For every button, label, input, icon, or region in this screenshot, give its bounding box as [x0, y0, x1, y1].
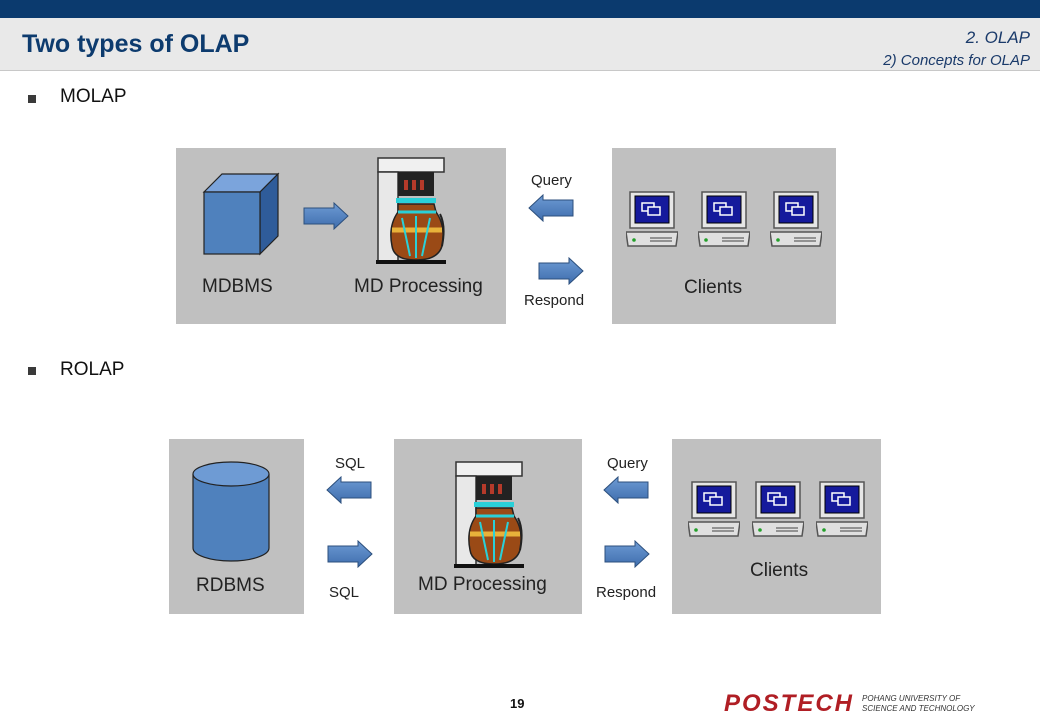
- bullet-square-icon: [28, 367, 36, 375]
- logo-subtitle: POHANG UNIVERSITY OF SCIENCE AND TECHNOL…: [862, 694, 975, 714]
- cube-icon: [202, 172, 280, 256]
- database-cylinder-icon: [192, 461, 270, 562]
- coffee-maker-icon: [376, 156, 446, 266]
- md-processing-label: MD Processing: [418, 574, 547, 595]
- coffee-maker-icon: [454, 460, 524, 570]
- computer-icon: [626, 190, 678, 248]
- clients-label: Clients: [684, 277, 743, 298]
- rdbms-label: RDBMS: [196, 575, 265, 596]
- logo-subtitle-line-2: SCIENCE AND TECHNOLOGY: [862, 704, 975, 713]
- sql-result-label: SQL: [329, 584, 360, 601]
- bullet-rolap: ROLAP: [60, 359, 125, 380]
- arrow-left-icon: [326, 476, 372, 504]
- bullet-molap: MOLAP: [60, 86, 127, 107]
- header-bar: [0, 0, 1040, 18]
- arrow-right-icon: [538, 257, 584, 285]
- clients-label: Clients: [750, 560, 809, 581]
- arrow-right-icon: [327, 540, 373, 568]
- section-label: 2. OLAP: [965, 28, 1030, 47]
- computer-icon: [770, 190, 822, 248]
- query-label: Query: [531, 172, 572, 189]
- subsection-label: 2) Concepts for OLAP: [883, 52, 1030, 69]
- arrow-left-icon: [603, 476, 649, 504]
- page-title: Two types of OLAP: [22, 30, 250, 58]
- mdbms-label: MDBMS: [202, 276, 273, 297]
- computer-icon: [816, 480, 868, 538]
- title-bar: [0, 18, 1040, 71]
- arrow-right-icon: [303, 202, 349, 230]
- computer-icon: [752, 480, 804, 538]
- query-label: Query: [607, 455, 648, 472]
- arrow-left-icon: [528, 194, 574, 222]
- logo-wordmark: POSTECH: [724, 690, 855, 717]
- arrow-right-icon: [604, 540, 650, 568]
- respond-label: Respond: [596, 584, 657, 601]
- bullet-square-icon: [28, 95, 36, 103]
- logo-subtitle-line-1: POHANG UNIVERSITY OF: [862, 694, 961, 703]
- page-number: 19: [510, 696, 525, 711]
- computer-icon: [698, 190, 750, 248]
- md-processing-label: MD Processing: [354, 276, 483, 297]
- computer-icon: [688, 480, 740, 538]
- postech-logo: POSTECH POHANG UNIVERSITY OF SCIENCE AND…: [724, 690, 975, 718]
- respond-label: Respond: [524, 292, 585, 309]
- sql-request-label: SQL: [335, 455, 366, 472]
